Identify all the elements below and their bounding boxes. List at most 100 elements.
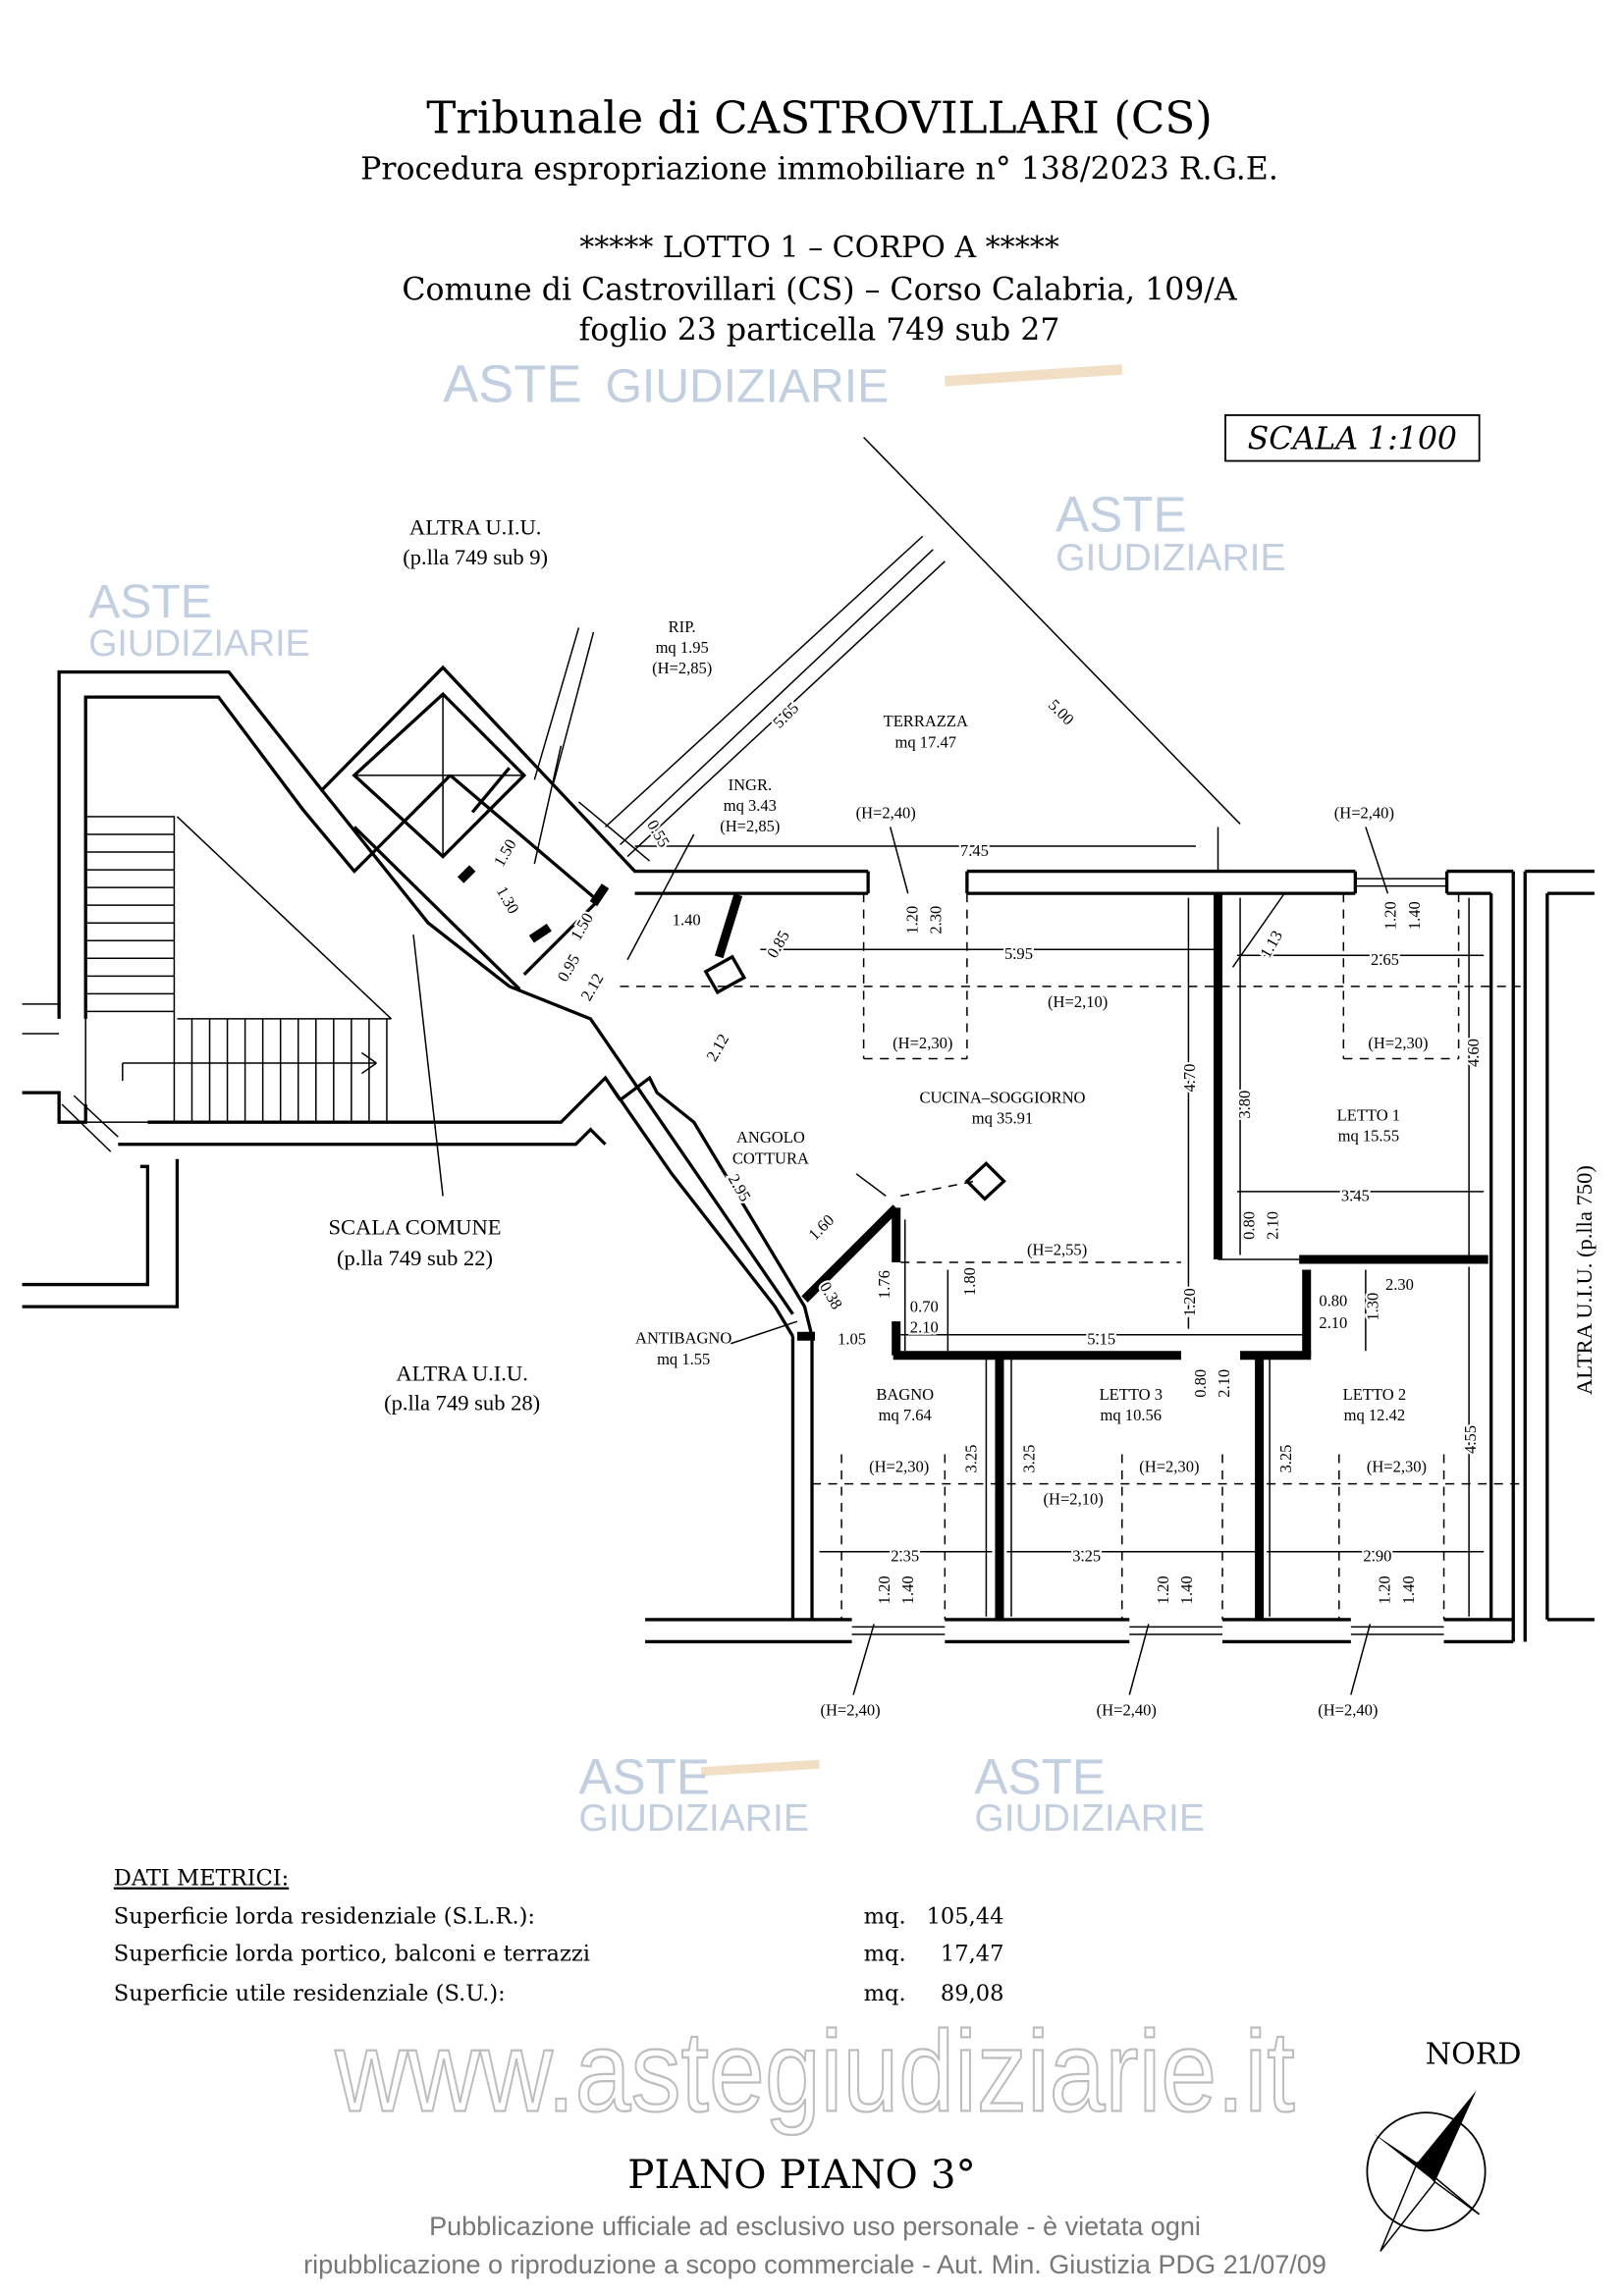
- height-zones: [620, 893, 1521, 1620]
- footer-line-2: ripubblicazione o riproduzione a scopo c…: [303, 2250, 1326, 2279]
- dimension-label: 0.80: [1239, 1211, 1258, 1240]
- room-rip-name: RIP.: [669, 617, 696, 636]
- watermark-aste: ASTE: [1056, 487, 1187, 543]
- dimension-label: 1.60: [804, 1210, 838, 1244]
- dimension-label: 1.50: [490, 835, 520, 870]
- ceiling-height-label: (H=2,10): [1044, 1490, 1104, 1509]
- room-letto1-area: mq 15.55: [1338, 1127, 1399, 1146]
- dimension-label: 1.76: [875, 1270, 893, 1299]
- ceiling-height-label: (H=2,10): [1048, 992, 1108, 1011]
- dimension-label: 0.85: [763, 928, 793, 962]
- dimension-label: 2.10: [1263, 1211, 1281, 1240]
- room-letto3-area: mq 10.56: [1101, 1406, 1162, 1424]
- dimension-label: 2.30: [927, 906, 946, 934]
- dimension-label: 2.95: [725, 1171, 755, 1205]
- dimension-label: 2.65: [1371, 950, 1399, 969]
- dimension-label: 4.55: [1461, 1425, 1480, 1454]
- dimension-label: 3.25: [1072, 1547, 1101, 1566]
- watermark-giudiziarie: GIUDIZIARIE: [1056, 537, 1286, 579]
- room-antibagno-area: mq 1.55: [657, 1350, 710, 1368]
- room-rip-area: mq 1.95: [656, 638, 709, 657]
- dimension-label: 4.70: [1180, 1064, 1199, 1093]
- watermark-giudiziarie: GIUDIZIARIE: [974, 1797, 1205, 1840]
- ceiling-height-label: (H=2,30): [869, 1458, 929, 1476]
- scale-label: SCALA 1:100: [1248, 422, 1457, 457]
- dimension-label: 3.80: [1235, 1091, 1254, 1119]
- watermark-giudiziarie: GIUDIZIARIE: [578, 1797, 809, 1840]
- room-terrazza-area: mq 17.47: [895, 732, 956, 751]
- watermark-aste: ASTE: [578, 1748, 710, 1804]
- room-ingr-area: mq 3.43: [724, 796, 777, 815]
- dimension-label: 2.10: [910, 1317, 939, 1336]
- ceiling-height-label: (H=2,30): [1368, 1034, 1428, 1052]
- address: Comune di Castrovillari (CS) – Corso Cal…: [402, 273, 1238, 308]
- metrics-section: DATI METRICI: Superficie lorda residenzi…: [114, 1866, 1004, 2006]
- dimension-label: 2.12: [577, 970, 608, 1004]
- watermark-logo: ASTE GIUDIZIARIE: [578, 1748, 820, 1840]
- room-letto2-area: mq 12.42: [1344, 1406, 1405, 1424]
- footer-line-1: Pubblicazione ufficiale ad esclusivo uso…: [429, 2212, 1201, 2241]
- dimension-label: 4.60: [1464, 1039, 1483, 1067]
- north-label: NORD: [1426, 2038, 1522, 2072]
- dimension-label: 5.65: [769, 699, 802, 732]
- dimension-label: 3.25: [1019, 1445, 1038, 1473]
- ceiling-height-label: (H=2,40): [1097, 1701, 1157, 1720]
- procedure-number: Procedura espropriazione immobiliare n° …: [360, 151, 1278, 187]
- room-terrazza-name: TERRAZZA: [884, 712, 968, 730]
- dimension-label: 1.05: [838, 1330, 866, 1349]
- floor-label: PIANO PIANO 3°: [627, 2151, 976, 2198]
- metric-value: 17,47: [941, 1941, 1004, 1966]
- dimension-label: 0.95: [553, 951, 583, 986]
- lotto-label: ***** LOTTO 1 – CORPO A *****: [579, 231, 1059, 265]
- room-ingr-height: (H=2,85): [720, 817, 780, 835]
- angolo-cottura-label-2: COTTURA: [732, 1148, 809, 1167]
- dimension-label: 1.50: [567, 910, 597, 944]
- angolo-cottura-label: ANGOLO: [736, 1128, 805, 1147]
- neighbor-sub28-label: ALTRA U.I.U.: [396, 1361, 527, 1385]
- compass-icon: [1366, 2111, 1487, 2232]
- dimension-label: 1.40: [1405, 901, 1424, 930]
- dimension-lines: [533, 745, 1485, 1695]
- dimension-label: 0.70: [910, 1297, 939, 1315]
- dimension-label: 2.30: [1385, 1275, 1414, 1294]
- scale-box: SCALA 1:100: [1224, 414, 1481, 462]
- ceiling-height-label: (H=2,30): [1367, 1458, 1427, 1476]
- ceiling-height-label: (H=2,40): [820, 1701, 880, 1720]
- neighbor-p750-label: ALTRA U.I.U. (p.lla 750): [1572, 1165, 1597, 1395]
- metric-unit: mq.: [864, 1941, 906, 1966]
- watermark-aste: ASTE: [974, 1748, 1106, 1804]
- stair-treads: [85, 833, 388, 1123]
- ceiling-height-label: (H=2,30): [1139, 1458, 1199, 1476]
- dimension-label: 3.45: [1341, 1187, 1370, 1205]
- dimension-label: 7.45: [960, 841, 989, 860]
- room-letto2-name: LETTO 2: [1343, 1385, 1406, 1404]
- dimension-label: 1.20: [903, 906, 922, 934]
- neighbor-sub9-label: ALTRA U.I.U.: [409, 515, 541, 540]
- room-rip-height: (H=2,85): [652, 659, 712, 677]
- metric-value: 89,08: [941, 1981, 1004, 2006]
- dimension-label: 5.95: [1004, 944, 1033, 963]
- dimension-label: 1.40: [1399, 1575, 1418, 1604]
- dimension-label: 1.40: [673, 910, 701, 929]
- dimension-label: 2.12: [702, 1031, 732, 1065]
- dimension-label: 1.20: [1376, 1575, 1394, 1604]
- dimension-label: 2.90: [1363, 1547, 1391, 1566]
- dimension-label: 1.30: [1364, 1293, 1382, 1321]
- dimension-label: 2.35: [891, 1547, 919, 1566]
- dimension-label: 1.20: [1180, 1288, 1199, 1316]
- court-title: Tribunale di CASTROVILLARI (CS): [426, 92, 1213, 144]
- room-ingr-name: INGR.: [729, 775, 773, 794]
- ceiling-height-label: (H=2,30): [893, 1034, 952, 1052]
- dimension-label: 5.00: [1045, 696, 1078, 729]
- room-cucina-area: mq 35.91: [972, 1109, 1033, 1128]
- watermark-giudiziarie: GIUDIZIARIE: [605, 359, 889, 412]
- neighbor-sub9-ref: (p.lla 749 sub 9): [403, 545, 548, 569]
- dimension-label: 1.30: [493, 883, 523, 918]
- apartment-walls: [457, 865, 1595, 1644]
- metric-unit: mq.: [864, 1981, 906, 2006]
- metric-label: Superficie lorda residenziale (S.L.R.):: [114, 1904, 535, 1930]
- room-labels: RIP. mq 1.95 (H=2,85) INGR. mq 3.43 (H=2…: [329, 515, 1597, 1424]
- watermark-aste: ASTE: [443, 354, 581, 413]
